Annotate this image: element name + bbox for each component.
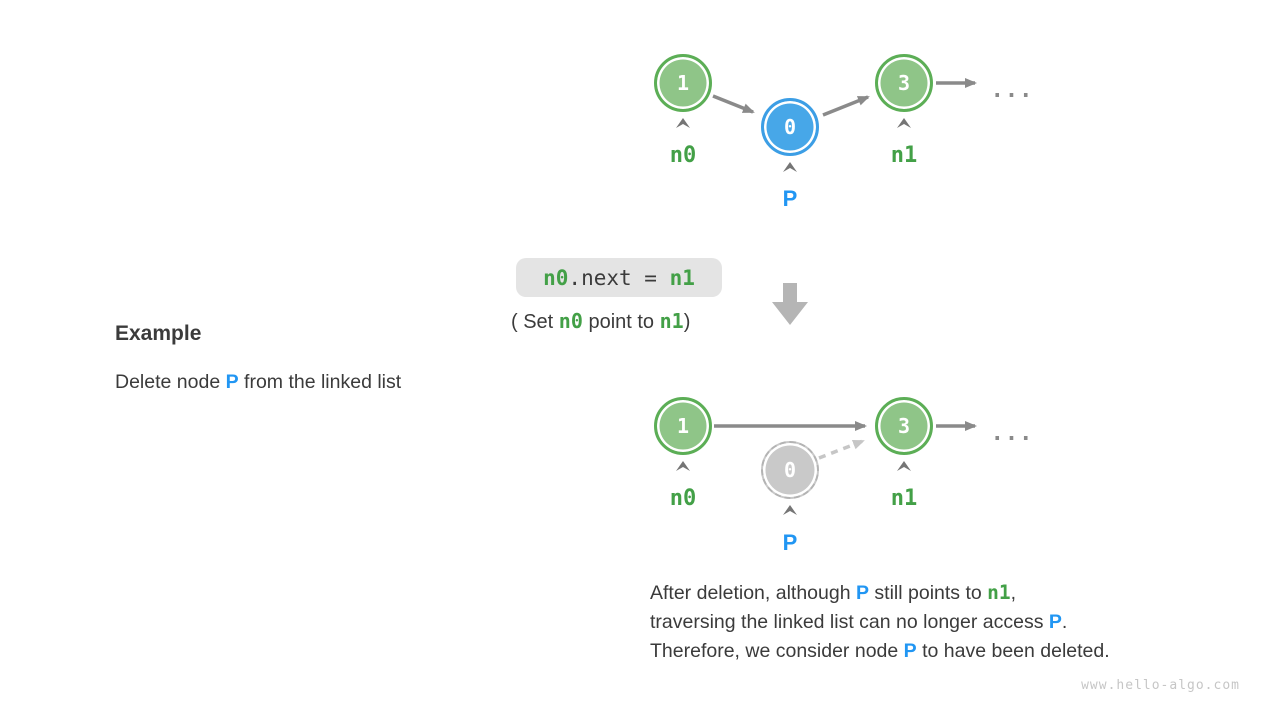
- node-3-before: 3: [875, 54, 933, 112]
- pointer-label-n1-top: n1: [890, 143, 918, 168]
- note-line-3: Therefore, we consider node P to have be…: [650, 640, 1110, 662]
- node-p-after-deleted: 0: [761, 441, 819, 499]
- node-1-before: 1: [654, 54, 712, 112]
- example-title: Example: [115, 322, 202, 345]
- pointer-label-n0-top: n0: [669, 143, 697, 168]
- pointer-label-n1-bottom: n1: [890, 486, 918, 511]
- arrow-p-to-n1: [822, 95, 870, 117]
- pointer-label-n0-bottom: n0: [669, 486, 697, 511]
- node-p-before: 0: [761, 98, 819, 156]
- caret-up-icon: [783, 162, 797, 172]
- caret-up-icon: [676, 118, 690, 128]
- pointer-label-p-top: P: [782, 186, 798, 211]
- note-line-2: traversing the linked list can no longer…: [650, 611, 1068, 633]
- arrow-p-to-n1-dashed: [818, 439, 865, 460]
- arrow-n0-to-p: [712, 94, 755, 114]
- node-value: 0: [783, 115, 797, 139]
- code-snippet-box: n0.next = n1: [516, 258, 722, 297]
- note-line-1: After deletion, although P still points …: [650, 581, 1017, 604]
- code-caption: ( Set n0 point to n1): [511, 309, 691, 333]
- ellipsis-bottom: ...: [990, 421, 1034, 446]
- node-value: 1: [676, 71, 690, 95]
- caret-up-icon: [676, 461, 690, 471]
- node-1-after: 1: [654, 397, 712, 455]
- pointer-label-p-bottom: P: [782, 530, 798, 555]
- block-down-arrow-icon: [772, 283, 808, 325]
- caret-up-icon: [897, 461, 911, 471]
- caret-up-icon: [783, 505, 797, 515]
- ellipsis-top: ...: [990, 78, 1034, 103]
- example-subtitle: Delete node P from the linked list: [115, 371, 402, 393]
- node-value: 3: [897, 71, 911, 95]
- node-value: 1: [676, 414, 690, 438]
- caret-up-icon: [897, 118, 911, 128]
- node-value: 3: [897, 414, 911, 438]
- site-watermark: www.hello-algo.com: [1081, 678, 1240, 693]
- deletion-note: After deletion, although P still points …: [650, 578, 1110, 666]
- node-3-after: 3: [875, 397, 933, 455]
- node-value: 0: [783, 458, 797, 482]
